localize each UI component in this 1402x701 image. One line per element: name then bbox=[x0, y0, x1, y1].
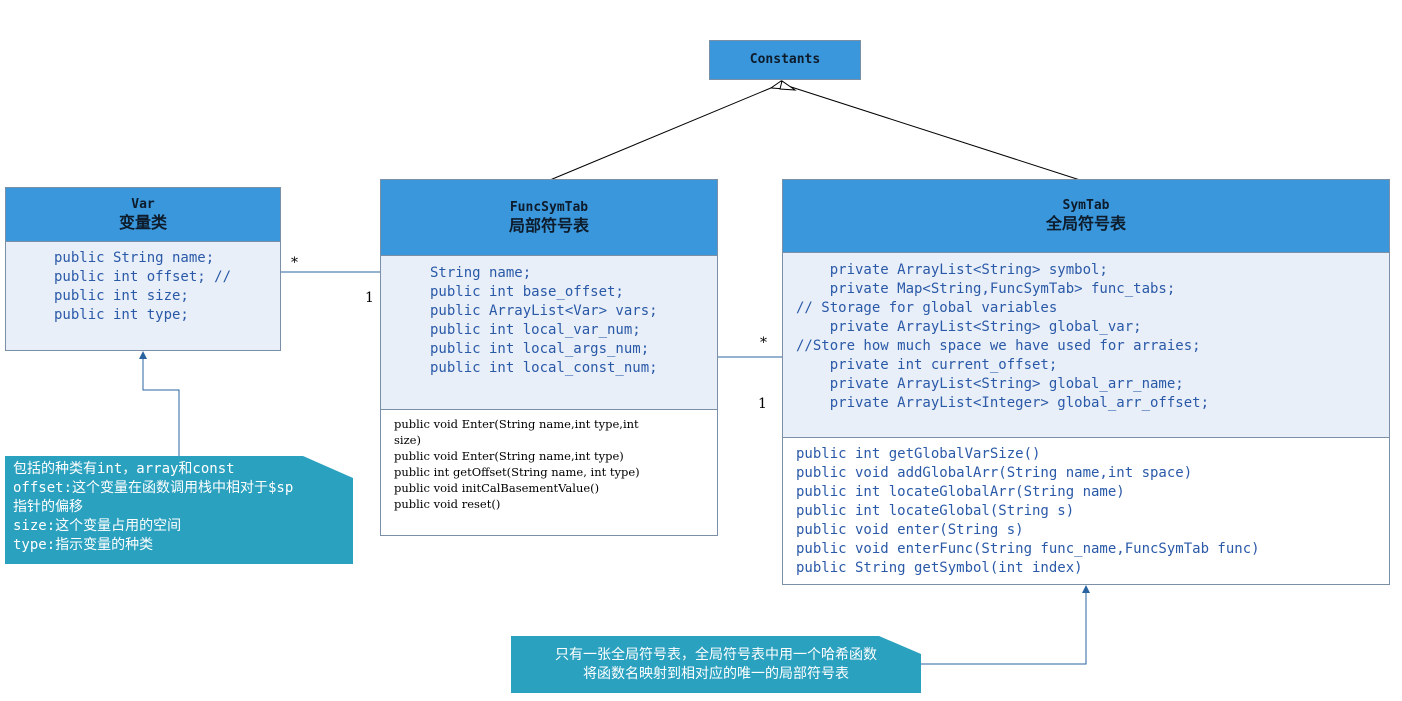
funcsymtab-attr: public int local_var_num; bbox=[430, 322, 641, 338]
var-note-line: 包括的种类有int，array和const bbox=[13, 461, 235, 477]
funcsymtab-methods: public void Enter(String name,int type,i… bbox=[381, 410, 717, 512]
symtab-method: public int getGlobalVarSize() bbox=[796, 446, 1041, 462]
funcsymtab-attr: public int base_offset; bbox=[430, 284, 624, 300]
var-class-cn: 变量类 bbox=[118, 212, 167, 232]
symtab-methods: public int getGlobalVarSize() public voi… bbox=[783, 438, 1389, 578]
funcsymtab-method: public void Enter(String name,int type,i… bbox=[394, 417, 639, 431]
constants-class[interactable]: Constants bbox=[709, 40, 861, 80]
var-attr: public int type; bbox=[54, 307, 189, 323]
symtab-attr: private int current_offset; bbox=[796, 357, 1058, 373]
symtab-to-constants-line bbox=[784, 84, 1081, 181]
symtab-note-line: 只有一张全局符号表，全局符号表中用一个哈希函数 bbox=[555, 647, 877, 663]
var-note-line: type:指示变量的种类 bbox=[13, 537, 154, 553]
var-attr: public int size; bbox=[54, 288, 189, 304]
var-note-connector bbox=[142, 357, 180, 456]
symtab-method: public int locateGlobalArr(String name) bbox=[796, 484, 1125, 500]
var-note-line: offset:这个变量在函数调用栈中相对于$sp bbox=[13, 480, 294, 496]
funcsymtab-attr: String name; bbox=[430, 265, 532, 281]
symtab-note-line: 将函数名映射到相对应的唯一的局部符号表 bbox=[583, 666, 849, 682]
symtab-class-cn: 全局符号表 bbox=[1045, 214, 1126, 233]
funcsymtab-method: public int getOffset(String name, int ty… bbox=[394, 465, 640, 479]
symtab-attributes: private ArrayList<String> symbol; privat… bbox=[783, 252, 1389, 438]
symtab-note-arrowhead bbox=[1082, 585, 1090, 593]
var-note-line: size:这个变量占用的空间 bbox=[13, 518, 182, 534]
inheritance-arrowhead bbox=[779, 80, 797, 91]
var-class-name: Var bbox=[131, 196, 155, 212]
funcsymtab-attr: public int local_args_num; bbox=[430, 341, 650, 357]
var-attr: public String name; bbox=[54, 250, 215, 266]
funcsymtab-attr: public int local_const_num; bbox=[430, 360, 658, 376]
symtab-method: public void enter(String s) bbox=[796, 522, 1024, 538]
funcsymtab-method: public void reset() bbox=[394, 497, 501, 511]
funcsymtab-attr: public ArrayList<Var> vars; bbox=[430, 303, 658, 319]
symtab-attr: private ArrayList<String> global_var; bbox=[796, 319, 1142, 335]
symtab-attr: private ArrayList<String> symbol; bbox=[796, 262, 1108, 278]
var-note-line: 指针的偏移 bbox=[13, 499, 83, 515]
funcsymtab-class-cn: 局部符号表 bbox=[508, 215, 589, 235]
symtab-attr: private Map<String,FuncSymTab> func_tabs… bbox=[796, 281, 1176, 297]
multiplicity-one: 1 bbox=[758, 396, 767, 412]
funcsymtab-method: public void Enter(String name,int type) bbox=[394, 449, 624, 463]
symtab-method: public String getSymbol(int index) bbox=[796, 560, 1083, 576]
symtab-attr: // Storage for global variables bbox=[796, 300, 1058, 316]
symtab-note: 只有一张全局符号表，全局符号表中用一个哈希函数 将函数名映射到相对应的唯一的局部… bbox=[511, 636, 921, 693]
funcsymtab-to-constants-line bbox=[549, 84, 779, 181]
symtab-method: public void enterFunc(String func_name,F… bbox=[796, 541, 1260, 557]
multiplicity-star: * bbox=[760, 335, 767, 351]
constants-title: Constants bbox=[749, 52, 821, 67]
var-note: 包括的种类有int，array和const offset:这个变量在函数调用栈中… bbox=[5, 456, 353, 564]
symtab-attr: //Store how much space we have used for … bbox=[796, 338, 1201, 354]
funcsymtab-method: public void initCalBasementValue() bbox=[394, 481, 600, 495]
funcsymtab-class-name: FuncSymTab bbox=[509, 199, 589, 215]
symtab-method: public void addGlobalArr(String name,int… bbox=[796, 465, 1193, 481]
symtab-method: public int locateGlobal(String s) bbox=[796, 503, 1075, 519]
symtab-class[interactable]: SymTab 全局符号表 private ArrayList<String> s… bbox=[782, 179, 1390, 585]
funcsymtab-method: size) bbox=[394, 433, 421, 447]
symtab-note-connector bbox=[921, 591, 1087, 665]
multiplicity-one: 1 bbox=[365, 290, 374, 306]
funcsymtab-class[interactable]: FuncSymTab 局部符号表 String name; public int… bbox=[380, 179, 718, 536]
symtab-attr: private ArrayList<String> global_arr_nam… bbox=[796, 376, 1184, 392]
symtab-class-name: SymTab bbox=[1062, 198, 1110, 213]
multiplicity-star: * bbox=[291, 255, 298, 271]
symtab-attr: private ArrayList<Integer> global_arr_of… bbox=[796, 395, 1210, 411]
funcsymtab-attributes: String name; public int base_offset; pub… bbox=[381, 255, 717, 410]
var-class[interactable]: Var 变量类 public String name; public int o… bbox=[5, 187, 281, 351]
var-attributes: public String name; public int offset; /… bbox=[6, 241, 280, 350]
var-attr: public int offset; // bbox=[54, 269, 232, 285]
var-note-arrowhead bbox=[139, 351, 147, 359]
